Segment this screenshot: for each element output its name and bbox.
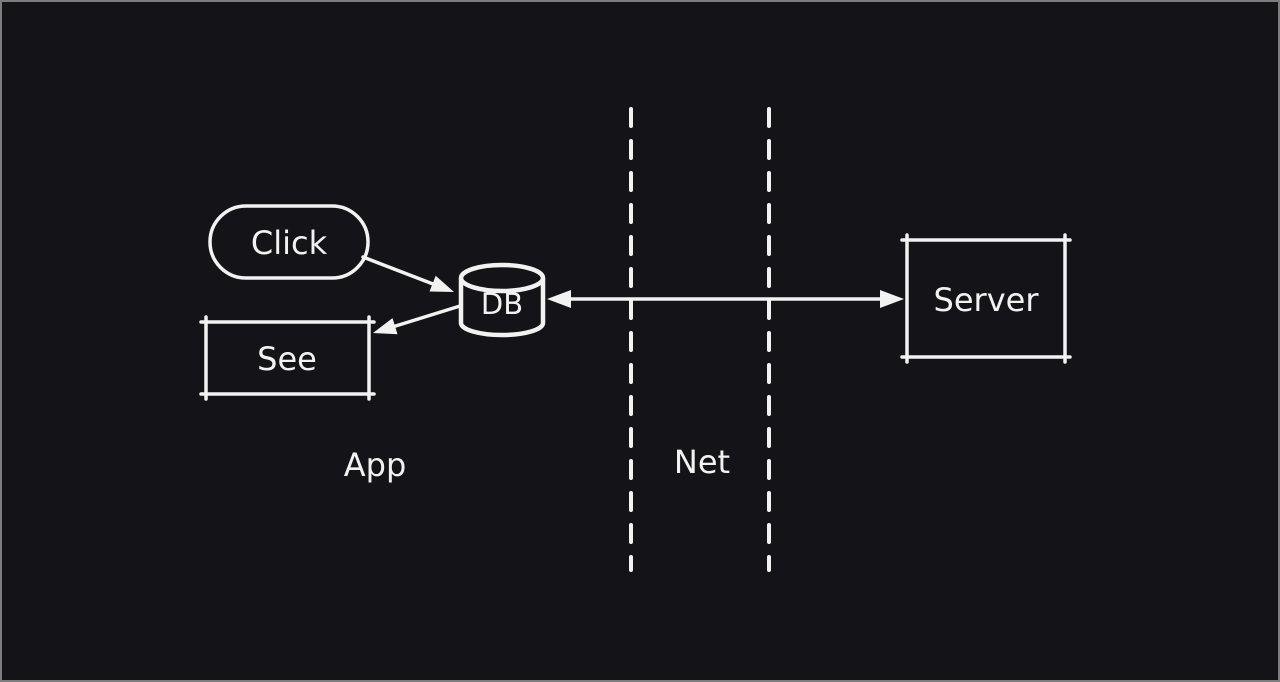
arrowhead-toward-db [547,290,571,308]
node-see[interactable]: See [199,315,376,401]
node-server-label: Server [934,281,1040,319]
net-zone-label[interactable]: Net [674,443,730,481]
arrowhead-toward-db-2 [429,275,454,292]
arrowhead-toward-server [880,290,904,308]
arrow-click-db-shaft [361,255,435,286]
node-click-label: Click [251,224,328,262]
rectangle-outline-server [900,233,1072,364]
node-server[interactable]: Server [900,233,1072,364]
arrowhead-toward-see [373,318,398,335]
arrow-db-see-shaft [392,304,462,329]
cylinder-top [458,262,546,294]
rectangle-outline [199,315,376,401]
node-see-label: See [257,340,317,378]
node-db-label: DB [481,287,523,321]
app-zone-label[interactable]: App [344,446,407,484]
pill-outline [208,204,370,280]
arrow-click-to-db[interactable] [361,255,454,292]
node-click[interactable]: Click [208,204,370,280]
arrow-db-server[interactable] [547,290,904,308]
arrow-db-to-see[interactable] [373,304,462,335]
cylinder-body [458,276,546,338]
node-db[interactable]: DB [458,262,546,338]
